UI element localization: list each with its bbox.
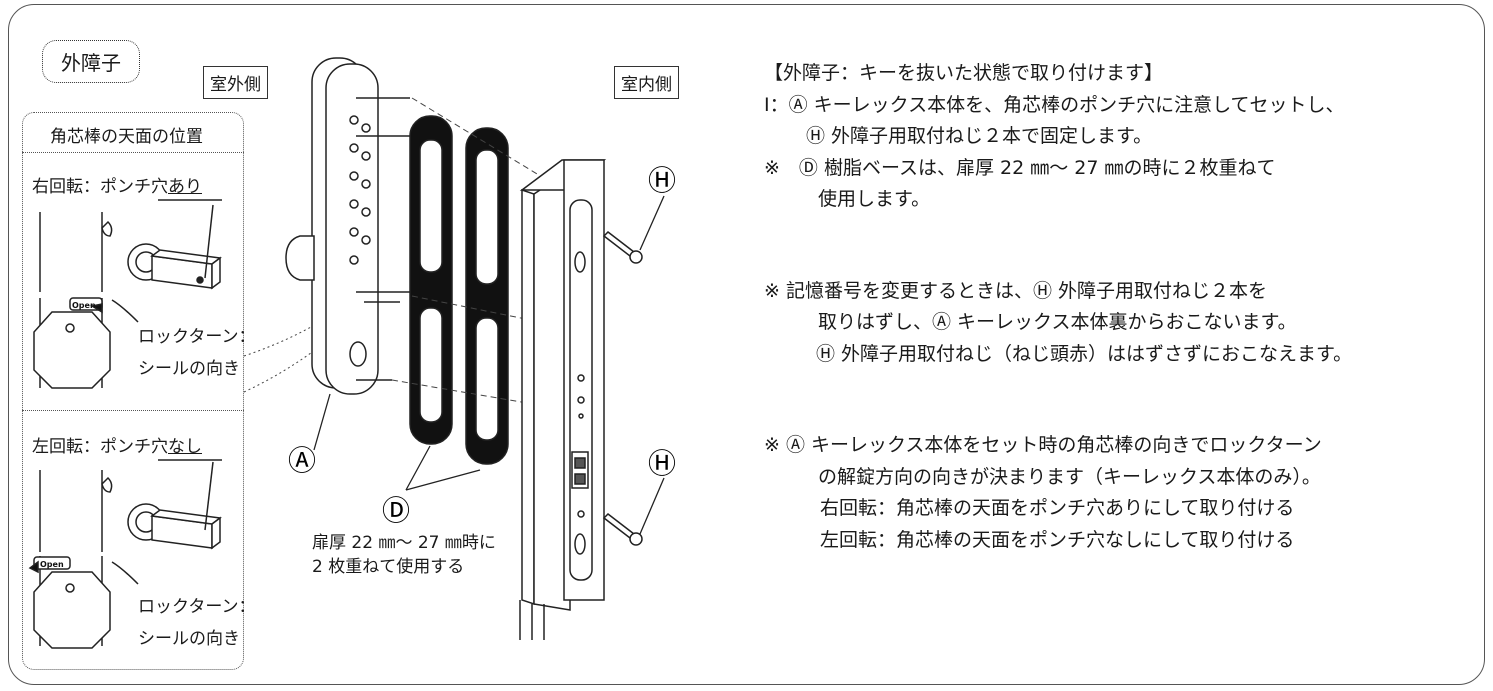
plate-note-line1: 扉厚 22 ㎜～ 27 ㎜時に <box>312 533 496 553</box>
note2-line1: ※ 記憶番号を変更するときは、Ⓗ 外障子用取付ねじ２本を <box>764 279 1268 302</box>
instructions: 【外障子：キーを抜いた状態で取り付けます】 Ⅰ：Ⓐ キーレックス本体を、角芯棒の… <box>764 58 1352 556</box>
note3-line3: 右回転：角芯棒の天面をポンチ穴ありにして取り付ける <box>820 497 1295 519</box>
panel-divider <box>22 410 244 411</box>
panel-header-divider <box>22 152 244 153</box>
right-lockturn-line2: シールの向き <box>138 359 240 379</box>
step1-line2: Ⓗ 外障子用取付ねじ２本で固定します。 <box>806 125 1153 147</box>
right-rotation-prefix: 右回転： <box>32 177 100 197</box>
part-leaders <box>313 195 665 535</box>
left-rotation-prefix: 左回転： <box>32 437 100 457</box>
resin-base-plates <box>409 115 509 465</box>
outer-frame <box>8 4 1485 685</box>
part-d-marker: Ⓓ <box>382 494 410 527</box>
plate-note-line2: 2 枚重ねて使用する <box>312 557 465 577</box>
left-rotation-label: 左回転：ポンチ穴なし <box>32 432 202 457</box>
right-rotation-underlined: あり <box>168 177 202 197</box>
note3-line1: ※ Ⓐ キーレックス本体をセット時の角芯棒の向きでロックターン <box>764 434 1322 456</box>
note1-line1: ※ Ⓓ 樹脂ベースは、扉厚 22 ㎜～ 27 ㎜の時に２枚重ねて <box>764 156 1276 179</box>
left-rotation-main: ポンチ穴 <box>100 437 168 457</box>
part-h-top-marker: Ⓗ <box>648 164 676 197</box>
right-open-tag: Open <box>72 301 96 310</box>
note2-line3: Ⓗ 外障子用取付ねじ（ねじ頭赤）ははずさずにおこなえます。 <box>816 342 1353 365</box>
screw-bottom <box>602 513 643 546</box>
left-lockturn-line2: シールの向き <box>138 629 240 649</box>
left-open-tag: Open <box>40 560 64 569</box>
left-spindle-illustration <box>39 459 222 552</box>
section-title: 外障子 <box>42 40 140 83</box>
part-a-marker: Ⓐ <box>288 444 316 477</box>
right-rotation-main: ポンチ穴 <box>100 177 168 197</box>
right-rotation-label: 右回転：ポンチ穴あり <box>32 172 202 197</box>
part-h-bottom-marker: Ⓗ <box>648 447 676 480</box>
right-lockturn-line1: ロックターン： <box>138 327 256 347</box>
note2-line2: 取りはずし、Ⓐ キーレックス本体裏からおこないます。 <box>818 311 1297 333</box>
right-spindle-illustration <box>39 199 222 292</box>
left-lockturn-line1: ロックターン： <box>138 597 256 617</box>
note3-line4: 左回転：角芯棒の天面をポンチ穴なしにして取り付ける <box>820 528 1295 551</box>
right-lockturn-knob <box>33 297 139 389</box>
note3-line2: の解錠方向の向きが決まります（キーレックス本体のみ）。 <box>818 465 1321 488</box>
keyrex-body <box>285 57 414 395</box>
screw-top <box>602 231 643 264</box>
side-panel-header: 角芯棒の天面の位置 <box>50 127 203 147</box>
door-frame <box>519 159 607 640</box>
step1-line1: Ⅰ：Ⓐ キーレックス本体を、角芯棒のポンチ穴に注意してセットし、 <box>764 93 1345 116</box>
note1-line2: 使用します。 <box>818 188 931 210</box>
instructions-title: 【外障子：キーを抜いた状態で取り付けます】 <box>764 62 1164 84</box>
outside-label: 室外側 <box>203 66 268 99</box>
side-panel <box>22 112 244 670</box>
inside-label: 室内側 <box>614 66 679 99</box>
left-lockturn-knob <box>28 556 139 649</box>
leader-line-2 <box>243 317 355 393</box>
left-rotation-underlined: なし <box>168 437 202 457</box>
